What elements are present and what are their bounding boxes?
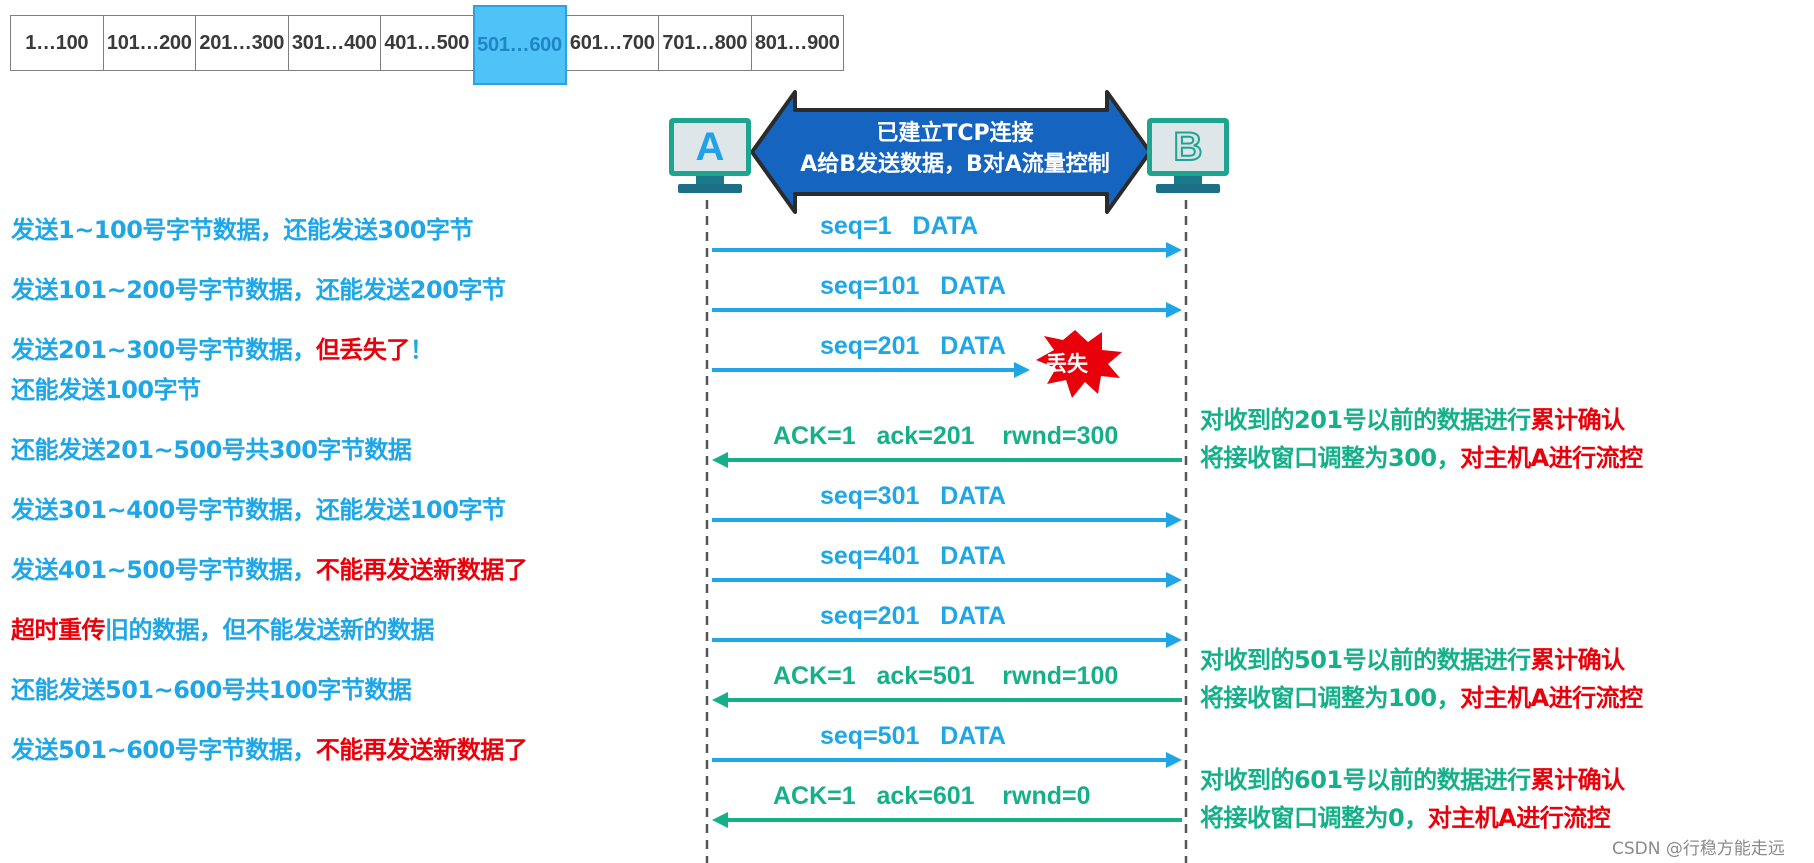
seq-label: seq=301 DATA bbox=[820, 482, 1006, 510]
note-text: 还能发送100字节 bbox=[11, 376, 201, 404]
emphasis-text: 不能再发送新数据了 bbox=[315, 736, 528, 764]
note-text: 还能发送201~500号共300字节数据 bbox=[11, 436, 412, 464]
note-text: 将接收窗口调整为300， bbox=[1200, 444, 1461, 472]
emphasis-text: 超时重传 bbox=[11, 616, 106, 644]
message-arrowhead bbox=[712, 812, 728, 828]
note-text: 发送1~100号字节数据，还能发送300字节 bbox=[11, 216, 474, 244]
ack-label: ACK=1 ack=201 rwnd=300 bbox=[773, 422, 1119, 450]
sender-note: 超时重传旧的数据，但不能发送新的数据 bbox=[11, 611, 435, 649]
message-arrowhead bbox=[712, 452, 728, 468]
receiver-note-line: 将接收窗口调整为0，对主机A进行流控 bbox=[1200, 799, 1611, 837]
host-a-computer: A bbox=[669, 118, 751, 198]
receiver-note-line: 对收到的201号以前的数据进行累计确认 bbox=[1200, 401, 1625, 439]
emphasis-text: 累计确认 bbox=[1530, 646, 1626, 674]
note-text: 还能发送501~600号共100字节数据 bbox=[11, 676, 412, 704]
note-text: ！ bbox=[409, 336, 434, 364]
note-text: 发送201~300号字节数据， bbox=[11, 336, 316, 364]
monitor-stand bbox=[1174, 176, 1202, 184]
ack-label: ACK=1 ack=601 rwnd=0 bbox=[773, 782, 1091, 810]
byte-cell: 1…100 bbox=[10, 15, 104, 71]
sender-note: 发送201~300号字节数据，但丢失了！ bbox=[11, 331, 434, 369]
monitor-stand bbox=[696, 176, 724, 184]
message-arrowhead bbox=[1166, 242, 1182, 258]
lost-label: 丢失 bbox=[1046, 352, 1088, 376]
message-arrowhead bbox=[1166, 512, 1182, 528]
note-text: 发送101~200号字节数据，还能发送200字节 bbox=[11, 276, 506, 304]
sender-note: 还能发送501~600号共100字节数据 bbox=[11, 671, 412, 709]
byte-window: 1…100 101…200 201…300 301…400 401…500 50… bbox=[10, 5, 844, 85]
emphasis-text: 累计确认 bbox=[1530, 766, 1626, 794]
message-arrowhead bbox=[1166, 752, 1182, 768]
note-text: 旧的数据，但不能发送新的数据 bbox=[105, 616, 435, 644]
emphasis-text: 累计确认 bbox=[1530, 406, 1626, 434]
receiver-note-line: 对收到的501号以前的数据进行累计确认 bbox=[1200, 641, 1625, 679]
seq-label: seq=1 DATA bbox=[820, 212, 979, 240]
sender-note: 还能发送100字节 bbox=[11, 371, 201, 409]
host-b-computer: B bbox=[1147, 118, 1229, 198]
message-arrowhead bbox=[1166, 572, 1182, 588]
note-text: 发送401~500号字节数据， bbox=[11, 556, 316, 584]
lost-starburst-icon bbox=[1036, 330, 1122, 398]
note-text: 对收到的201号以前的数据进行 bbox=[1200, 406, 1531, 434]
sender-note: 发送101~200号字节数据，还能发送200字节 bbox=[11, 271, 506, 309]
note-text: 发送301~400号字节数据，还能发送100字节 bbox=[11, 496, 506, 524]
byte-cell: 801…900 bbox=[750, 15, 844, 71]
message-arrowhead bbox=[1166, 632, 1182, 648]
receiver-note-line: 对收到的601号以前的数据进行累计确认 bbox=[1200, 761, 1625, 799]
sender-note: 发送401~500号字节数据，不能再发送新数据了 bbox=[11, 551, 528, 589]
emphasis-text: 对主机A进行流控 bbox=[1460, 444, 1643, 472]
seq-label: seq=101 DATA bbox=[820, 272, 1006, 300]
byte-cell-highlighted: 501…600 bbox=[472, 5, 567, 85]
host-b-label: B bbox=[1147, 118, 1229, 176]
watermark: CSDN @行稳方能走远 bbox=[1612, 839, 1785, 859]
seq-label: seq=501 DATA bbox=[820, 722, 1006, 750]
banner-line1: 已建立TCP连接 bbox=[876, 121, 1034, 146]
sender-note: 还能发送201~500号共300字节数据 bbox=[11, 431, 412, 469]
seq-label: seq=201 DATA bbox=[820, 332, 1006, 360]
connection-banner-text: 已建立TCP连接 A给B发送数据，B对A流量控制 bbox=[770, 118, 1140, 180]
note-text: 对收到的501号以前的数据进行 bbox=[1200, 646, 1531, 674]
message-arrowhead bbox=[712, 692, 728, 708]
byte-cell: 101…200 bbox=[102, 15, 196, 71]
receiver-note-line: 将接收窗口调整为300，对主机A进行流控 bbox=[1200, 439, 1643, 477]
seq-label: seq=201 DATA bbox=[820, 602, 1006, 630]
note-text: 对收到的601号以前的数据进行 bbox=[1200, 766, 1531, 794]
emphasis-text: 对主机A进行流控 bbox=[1460, 684, 1643, 712]
emphasis-text: 但丢失了 bbox=[315, 336, 411, 364]
byte-cell: 401…500 bbox=[380, 15, 474, 71]
receiver-note-line: 将接收窗口调整为100，对主机A进行流控 bbox=[1200, 679, 1643, 717]
host-a-label: A bbox=[669, 118, 751, 176]
message-arrowhead bbox=[1166, 302, 1182, 318]
byte-cell: 601…700 bbox=[565, 15, 659, 71]
note-text: 发送501~600号字节数据， bbox=[11, 736, 316, 764]
note-text: 将接收窗口调整为0， bbox=[1200, 804, 1428, 832]
ack-label: ACK=1 ack=501 rwnd=100 bbox=[773, 662, 1119, 690]
byte-cell: 201…300 bbox=[195, 15, 289, 71]
banner-line2: A给B发送数据，B对A流量控制 bbox=[800, 152, 1110, 177]
sender-note: 发送301~400号字节数据，还能发送100字节 bbox=[11, 491, 506, 529]
emphasis-text: 不能再发送新数据了 bbox=[315, 556, 528, 584]
byte-cell: 701…800 bbox=[658, 15, 752, 71]
emphasis-text: 对主机A进行流控 bbox=[1427, 804, 1611, 832]
message-arrowhead bbox=[1014, 362, 1030, 378]
monitor-base bbox=[678, 184, 742, 193]
sender-note: 发送1~100号字节数据，还能发送300字节 bbox=[11, 211, 474, 249]
monitor-base bbox=[1156, 184, 1220, 193]
seq-label: seq=401 DATA bbox=[820, 542, 1006, 570]
byte-cell: 301…400 bbox=[287, 15, 381, 71]
note-text: 将接收窗口调整为100， bbox=[1200, 684, 1461, 712]
sender-note: 发送501~600号字节数据，不能再发送新数据了 bbox=[11, 731, 528, 769]
